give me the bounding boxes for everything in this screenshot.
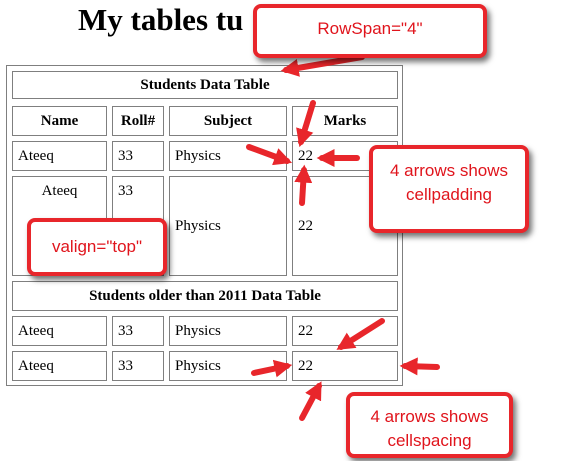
valign-callout: valign="top" xyxy=(27,218,167,276)
cellpadding-arrow-left xyxy=(246,144,293,166)
row1-roll: 33 xyxy=(112,141,164,171)
row1-name: Ateeq xyxy=(12,141,107,171)
header-subject: Subject xyxy=(169,106,287,136)
row2-subject: Physics xyxy=(169,176,287,276)
page-title: My tables tu xyxy=(78,2,244,37)
cellspacing-arrow-left xyxy=(251,359,293,378)
cellpadding-callout: 4 arrows shows cellpadding xyxy=(369,145,529,233)
row4-roll: 33 xyxy=(112,351,164,381)
table-caption: Students Data Table xyxy=(12,71,398,99)
cellspacing-arrow-right xyxy=(399,357,440,376)
row4-subject: Physics xyxy=(169,351,287,381)
cellspacing-arrow-upright xyxy=(336,318,385,350)
row3-roll: 33 xyxy=(112,316,164,346)
row4-name: Ateeq xyxy=(12,351,107,381)
row3-name: Ateeq xyxy=(12,316,107,346)
cellpadding-arrow-bottom xyxy=(294,164,313,206)
row4-marks: 22 xyxy=(292,351,398,381)
row3-subject: Physics xyxy=(169,316,287,346)
cellpadding-arrow-top xyxy=(296,100,316,148)
rowspan-callout: RowSpan="4" xyxy=(253,4,487,58)
rowspan-arrow xyxy=(280,54,365,77)
cellspacing-callout: 4 arrows shows cellspacing xyxy=(346,392,513,458)
header-name: Name xyxy=(12,106,107,136)
students-table: Students Data Table Name Roll# Subject M… xyxy=(6,65,403,386)
section2-caption: Students older than 2011 Data Table xyxy=(12,281,398,311)
cellspacing-arrow-bottom xyxy=(299,381,322,421)
header-roll: Roll# xyxy=(112,106,164,136)
